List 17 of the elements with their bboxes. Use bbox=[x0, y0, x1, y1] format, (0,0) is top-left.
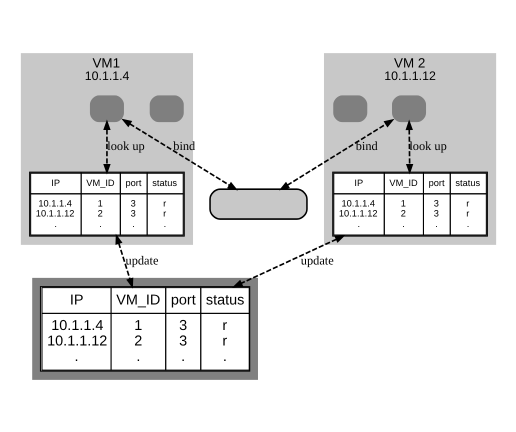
arrow bbox=[102, 119, 110, 174]
edge-label: update bbox=[300, 253, 334, 268]
edge-label: bind bbox=[355, 138, 378, 153]
arrow bbox=[114, 233, 133, 288]
arrow bbox=[120, 118, 238, 190]
node-box bbox=[89, 94, 124, 122]
node-box bbox=[208, 188, 308, 220]
arrow bbox=[405, 119, 413, 174]
edge-label: look up bbox=[408, 138, 446, 153]
arrow bbox=[232, 234, 345, 288]
edge-label: update bbox=[125, 253, 158, 268]
edge-label: bind bbox=[172, 138, 195, 153]
node-box bbox=[392, 94, 426, 122]
node-box bbox=[149, 94, 184, 122]
arrow bbox=[278, 118, 394, 190]
node-box bbox=[332, 94, 367, 122]
edge-label: look up bbox=[106, 138, 144, 153]
